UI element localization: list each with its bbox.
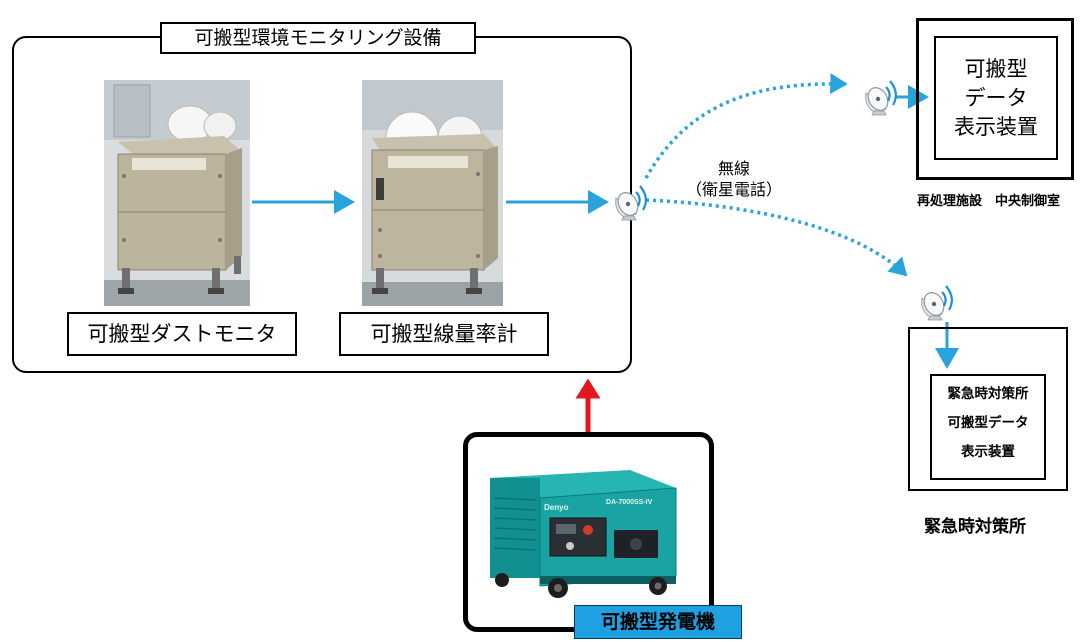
emergency-center-caption: 緊急時対策所 — [924, 517, 1026, 537]
display-line: 緊急時対策所 — [947, 386, 1029, 402]
display-line: 表示装置 — [961, 444, 1015, 460]
satellite-dish-icon — [919, 284, 953, 322]
display-line: 可搬型データ — [947, 415, 1029, 431]
satellite-dish-icon — [863, 79, 897, 117]
control-room-display: 可搬型 データ 表示装置 — [934, 36, 1058, 160]
generator-model: DA-7000SS-IV — [606, 499, 653, 506]
display-line: 表示装置 — [954, 115, 1038, 139]
generator-label: 可搬型発電機 — [574, 605, 742, 639]
wireless-label: 無線 （衛星電話） — [676, 158, 792, 200]
dose-rate-meter-label: 可搬型線量率計 — [339, 312, 549, 356]
emergency-center-display: 緊急時対策所 可搬型データ 表示装置 — [930, 374, 1046, 480]
emergency-center-frame — [908, 327, 1068, 491]
satellite-dish-icon — [613, 184, 647, 222]
wireless-link-to-emergency-center — [645, 198, 908, 277]
control-room-caption: 再処理施設 中央制御室 — [917, 194, 1061, 209]
generator-photo: Denyo DA-7000SS-IV — [480, 448, 700, 604]
dust-monitor-photo — [104, 80, 250, 306]
wireless-label-line2: （衛星電話） — [685, 180, 782, 199]
generator-brand: Denyo — [544, 503, 569, 512]
wireless-label-line1: 無線 — [717, 159, 750, 178]
monitoring-equipment-title: 可搬型環境モニタリング設備 — [160, 22, 476, 54]
dose-rate-meter-photo — [362, 80, 503, 306]
display-line: データ — [964, 86, 1028, 110]
display-line: 可搬型 — [964, 57, 1028, 81]
dust-monitor-label: 可搬型ダストモニタ — [67, 312, 297, 356]
control-room-display-frame — [916, 18, 1074, 180]
